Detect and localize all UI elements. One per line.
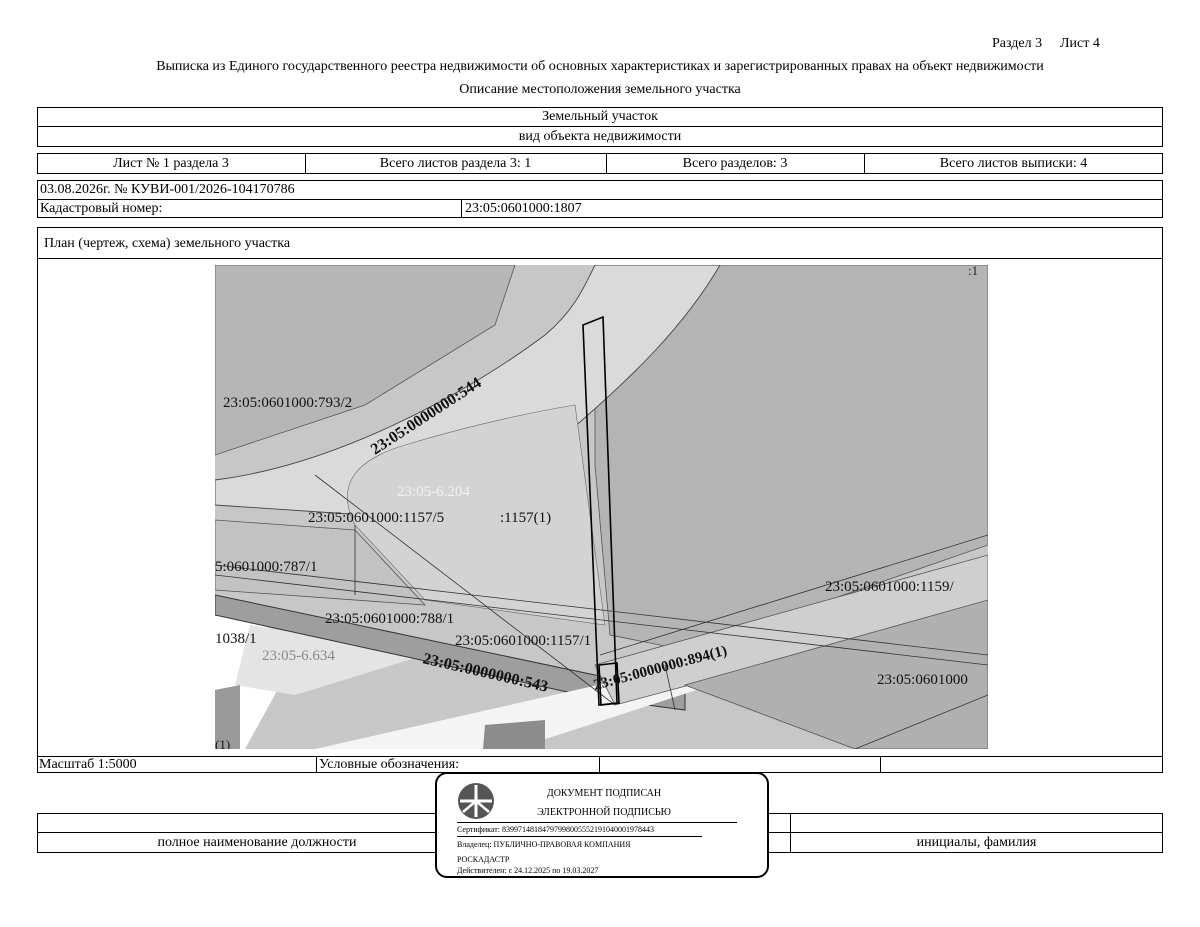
document-title: Выписка из Единого государственного реес… [156,59,1044,74]
building-1 [483,720,545,749]
object-block [37,107,1163,147]
scale-divider-2 [599,756,600,773]
scale-row [37,756,1163,773]
cadastral-divider [461,199,462,218]
object-divider [37,126,1163,127]
stamp-line-2: ЭЛЕКТРОННОЙ ПОДПИСЬЮ [537,807,671,818]
document-subtitle: Описание местоположения земельного участ… [459,82,741,97]
map-label-793: 23:05:0601000:793/2 [223,395,352,411]
record-divider [37,199,1163,200]
object-name: Земельный участок [542,109,658,124]
sheets-divider-1 [305,153,306,174]
sheet-of-section: Лист № 1 раздела 3 [113,156,229,171]
emblem-icon [458,783,494,819]
stamp-valid: Действителен: с 24.12.2025 по 19.03.2027 [457,866,599,875]
road-543 [215,594,686,711]
target-parcel-1807-tail[interactable] [598,662,620,706]
plan-header-divider [37,258,1163,259]
total-extract-sheets: Всего листов выписки: 4 [939,156,1088,171]
map-label-1157-5: 23:05:0601000:1157/5 [308,510,444,526]
map-label-1038: 1038/1 [215,631,257,647]
map-label-corner: :1 [968,265,978,278]
zone-6-204 [347,404,606,626]
section-label: Раздел 3 [992,36,1043,51]
stamp-line-1: ДОКУМЕНТ ПОДПИСАН [546,788,662,799]
stamp-owner: Владелец: ПУБЛИЧНО-ПРАВОВАЯ КОМПАНИЯ [457,840,631,849]
sheets-divider-3 [864,153,865,174]
sheets-row [37,153,1163,174]
road-894 [594,554,988,706]
scale-divider-3 [880,756,881,773]
stamp-owner-2: РОСКАДАСТР [457,855,510,864]
zone-6-634 [235,625,425,695]
map-label-1157-1: 23:05:0601000:1157/1 [455,633,591,649]
map-label-1157-1p: :1157(1) [500,510,551,526]
map-label-1159: 23:05:0601000:1159/ [825,579,954,595]
parcel-west-band [215,265,516,456]
map-label-6-204: 23:05-6.204 [397,484,470,500]
parcel-787 [215,519,426,606]
cadastral-value: 23:05:0601000:1807 [465,201,582,216]
scale-label: Масштаб 1:5000 [39,757,137,772]
cadastral-map: :1 23:05:0601000:793/2 23:05:0000000:544… [215,265,988,749]
sheet-label: Лист 4 [1060,36,1100,51]
stamp-rule [457,822,737,823]
object-kind-caption: вид объекта недвижимости [518,129,682,144]
map-label-787: 5:0601000:787/1 [215,559,318,575]
total-section-sheets: Всего листов раздела 3: 1 [379,156,532,171]
sheets-divider-2 [606,153,607,174]
initials-caption: инициалы, фамилия [916,835,1037,850]
position-caption: полное наименование должности [157,835,357,850]
cadastral-label: Кадастровый номер: [40,201,163,216]
map-label-0601: 23:05:0601000 [877,672,968,688]
building-2 [215,685,240,749]
map-label-bottom: (1) [215,737,230,749]
stamp-certificate: Сертификат: 8399714818479799800555219104… [457,825,654,834]
parcel-south-east [683,599,988,749]
map-label-788: 23:05:0601000:788/1 [325,611,454,627]
record-date-number: 03.08.2026г. № КУВИ-001/2026-104170786 [40,182,295,197]
stamp-rule-2 [457,836,702,837]
map-label-6-634: 23:05-6.634 [262,648,335,664]
plan-title: План (чертеж, схема) земельного участка [44,236,291,251]
scale-divider-1 [316,756,317,773]
signature-divider-right [790,813,791,853]
total-sections: Всего разделов: 3 [682,156,788,171]
signature-stamp: ДОКУМЕНТ ПОДПИСАН ЭЛЕКТРОННОЙ ПОДПИСЬЮ С… [435,772,769,878]
legend-label: Условные обозначения: [319,757,460,772]
